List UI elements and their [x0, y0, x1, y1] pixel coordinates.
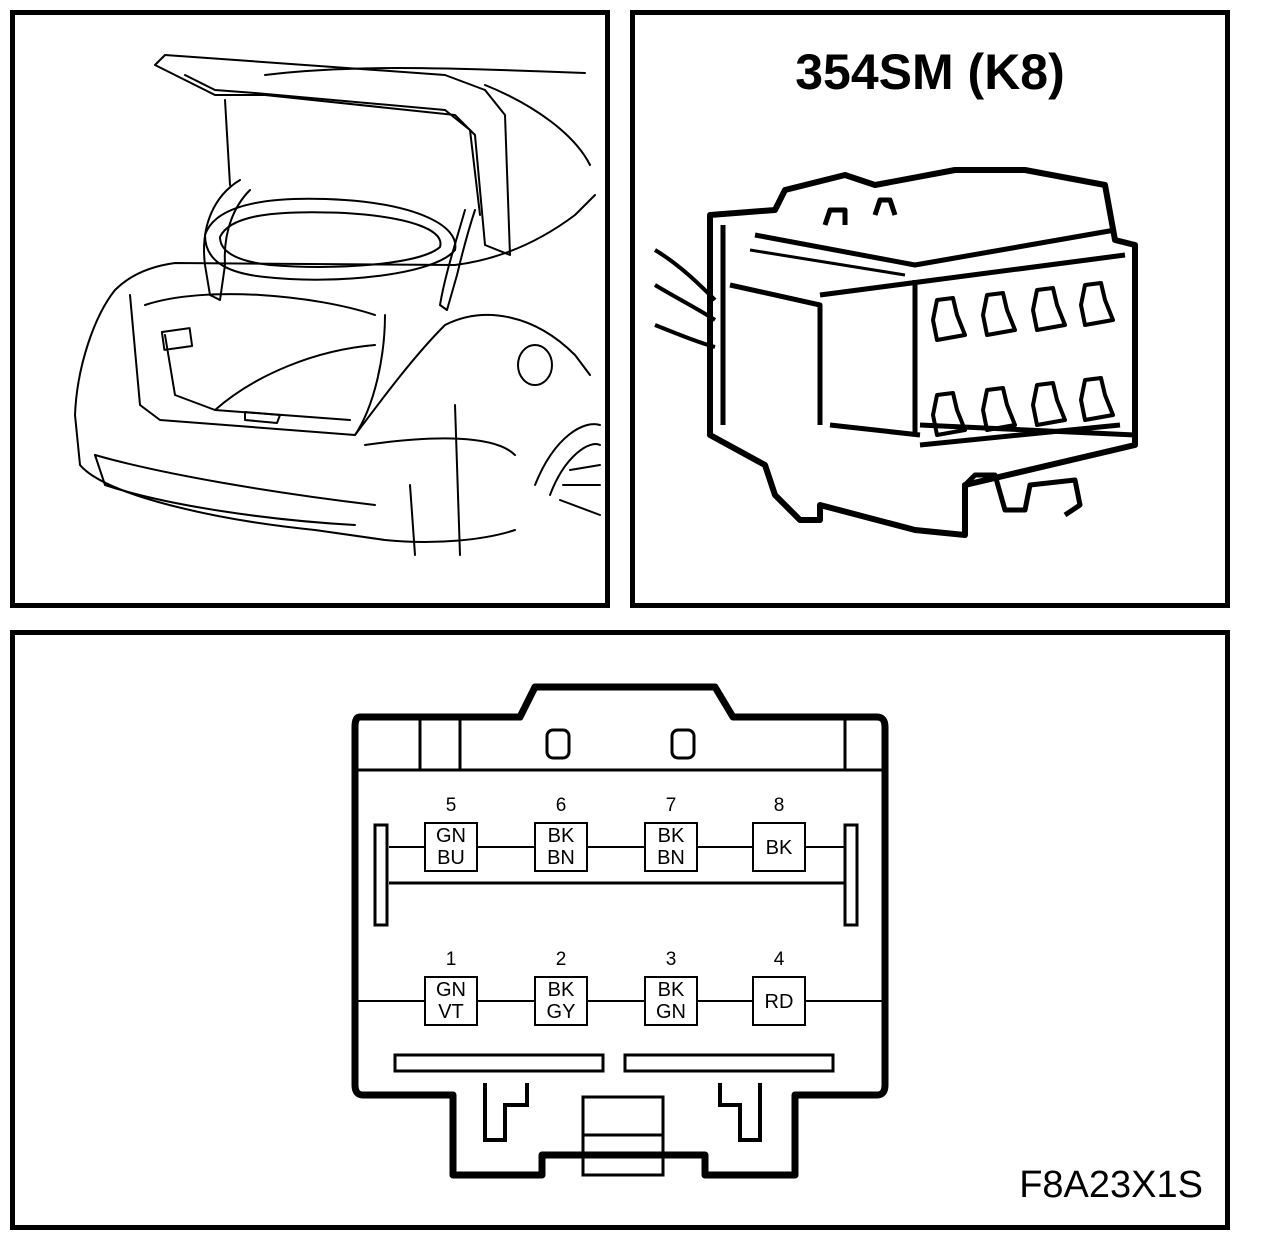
- wire-color-label: BK: [766, 837, 793, 859]
- bottom-slot-right: [623, 1053, 835, 1073]
- pin-number-label: 3: [666, 949, 677, 970]
- side-rail-right: [843, 823, 859, 927]
- figure-code: F8A23X1S: [1019, 1164, 1203, 1206]
- pin-number-label: 1: [446, 949, 457, 970]
- car-trunk-illustration: [74, 54, 601, 556]
- pin-box: [644, 976, 698, 1026]
- connector-3d-illustration: [653, 167, 1138, 538]
- wire-color-label: BK: [548, 979, 575, 1001]
- pin-box: [644, 822, 698, 872]
- wire-color-label: BN: [657, 847, 685, 869]
- connector-housing-outline: [351, 683, 889, 1179]
- pin-number-label: 4: [774, 949, 785, 970]
- wire-color-label: VT: [438, 1001, 464, 1023]
- wire-color-label: BK: [658, 979, 685, 1001]
- housing-key-left: [545, 728, 571, 760]
- pin-4: 4RD: [752, 949, 806, 1026]
- pin-box: [752, 976, 806, 1026]
- wire-color-label: BK: [548, 825, 575, 847]
- pin-number-label: 5: [446, 795, 457, 816]
- wire-color-label: BN: [547, 847, 575, 869]
- connector-title: 354SM (K8): [795, 44, 1065, 100]
- side-rail-left: [373, 823, 389, 927]
- connector-view-panel: 354SM (K8): [630, 10, 1230, 608]
- wire-color-label: RD: [765, 991, 794, 1013]
- bottom-slot-left: [393, 1053, 605, 1073]
- pin-number-label: 8: [774, 795, 785, 816]
- pin-box: [534, 976, 588, 1026]
- wire-color-label: GY: [547, 1001, 576, 1023]
- housing-key-right: [670, 728, 696, 760]
- wire-color-label: GN: [656, 1001, 686, 1023]
- wire-color-label: GN: [436, 979, 466, 1001]
- vehicle-location-panel: [10, 10, 610, 608]
- wire-color-label: BK: [658, 825, 685, 847]
- pin-8: 8BK: [752, 795, 806, 872]
- pin-number-label: 7: [666, 795, 677, 816]
- pin-number-label: 2: [556, 949, 567, 970]
- pin-box: [534, 822, 588, 872]
- pin-box: [424, 822, 478, 872]
- wire-color-label: GN: [436, 825, 466, 847]
- wire-color-label: BU: [437, 847, 465, 869]
- pin-number-label: 6: [556, 795, 567, 816]
- pin-box: [752, 822, 806, 872]
- pin-box: [424, 976, 478, 1026]
